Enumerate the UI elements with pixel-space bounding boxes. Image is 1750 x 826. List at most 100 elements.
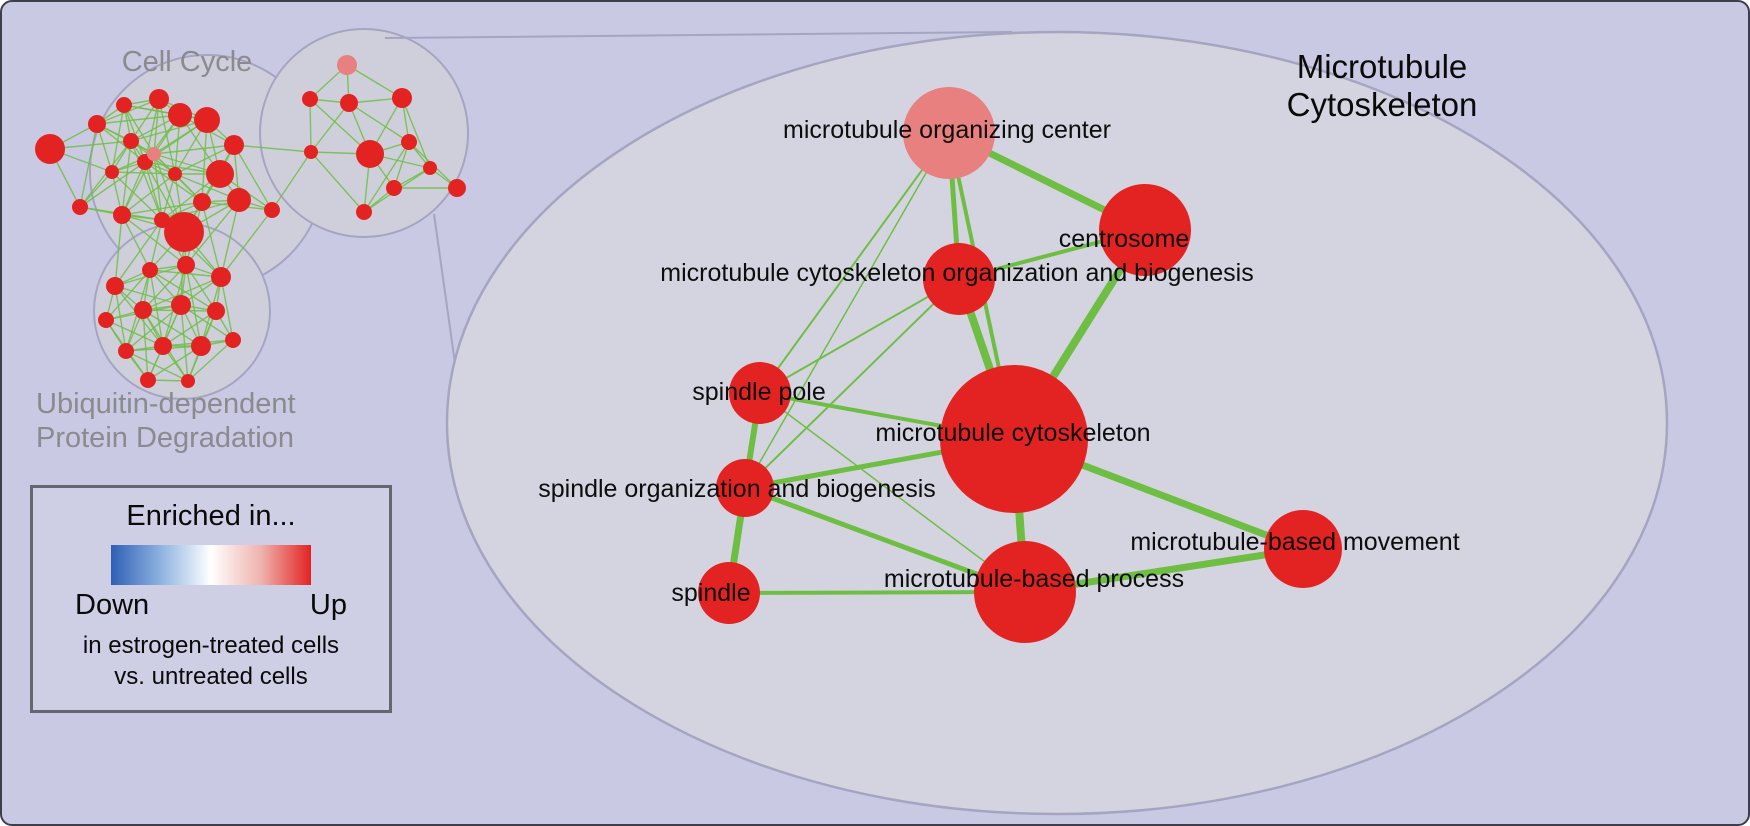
magnifier-line-0 — [384, 31, 1013, 39]
overview-edge — [121, 140, 132, 216]
overview-edge — [114, 219, 163, 287]
overview-node — [181, 374, 195, 388]
overview-edge — [121, 214, 187, 266]
overview-edge — [346, 64, 403, 99]
overview-node — [171, 295, 191, 315]
overview-node — [177, 256, 195, 274]
overview-node — [225, 332, 241, 348]
edge-moc-spindle_pole — [759, 132, 950, 394]
cluster-circle-microtubule-cytoskeleton — [259, 28, 469, 238]
overview-edge — [147, 345, 202, 381]
overview-edge — [220, 199, 240, 278]
node-label-mbp: microtubule-based process — [884, 565, 1184, 593]
overview-node — [206, 160, 234, 188]
overview-edge — [114, 285, 127, 352]
edge-mcob-sob — [744, 278, 960, 489]
edge-moc-sob — [744, 132, 950, 489]
overview-edge — [142, 309, 149, 381]
overview-node — [106, 277, 124, 295]
overview-edge — [144, 98, 160, 163]
overview-edge — [309, 98, 312, 153]
overview-edge — [111, 171, 163, 221]
overview-node — [401, 134, 417, 150]
overview-edge — [96, 114, 181, 125]
overview-node — [118, 343, 134, 359]
overview-edge — [125, 304, 182, 352]
node-mbm — [1264, 510, 1342, 588]
overview-node — [98, 312, 114, 328]
zoom-cluster-title-line2: Cytoskeleton — [1286, 86, 1478, 124]
overview-edge — [158, 98, 176, 175]
overview-edge — [79, 161, 146, 208]
overview-edge — [180, 304, 189, 382]
overview-edge — [121, 173, 176, 216]
overview-node — [194, 107, 220, 133]
node-moc — [903, 87, 995, 179]
overview-node — [116, 97, 132, 113]
node-spindle_pole — [729, 362, 791, 424]
ubiquitin-cluster-label-line1: Ubiquitin-dependent — [36, 388, 296, 420]
overview-node — [264, 202, 280, 218]
overview-node — [448, 179, 466, 197]
node-mbp — [974, 541, 1076, 643]
node-centrosome — [1099, 184, 1191, 276]
overview-node — [337, 55, 357, 75]
legend-caption-line1: in estrogen-treated cells — [82, 632, 340, 659]
overview-node — [164, 212, 204, 252]
overview-edge — [363, 141, 410, 213]
overview-node — [123, 133, 139, 149]
overview-edge — [233, 144, 312, 153]
overview-edge — [233, 144, 273, 211]
overview-node — [88, 115, 106, 133]
overview-node — [35, 134, 65, 164]
overview-edge — [153, 144, 235, 155]
overview-edge — [125, 350, 189, 382]
overview-node — [224, 135, 244, 155]
legend-caption-line2: vs. untreated cells — [114, 663, 308, 691]
overview-edge — [310, 151, 365, 213]
overview-edge — [180, 304, 234, 341]
overview-node — [340, 94, 358, 112]
overview-edge — [121, 201, 203, 216]
legend-down-label: Down — [75, 589, 150, 621]
overview-edge — [220, 209, 273, 278]
overview-edge — [142, 264, 187, 311]
overview-edge — [271, 151, 312, 211]
overview-edge — [149, 219, 163, 271]
overview-node — [105, 165, 119, 179]
legend: Enriched in... Down Up in estrogen-treat… — [30, 485, 392, 713]
overview-edge — [121, 161, 146, 216]
overview-node — [72, 199, 88, 215]
legend-gradient-bar — [111, 545, 311, 585]
overview-edge — [130, 140, 163, 221]
node-label-moc: microtubule organizing center — [783, 116, 1111, 144]
overview-edge — [114, 285, 182, 306]
overview-edge — [105, 319, 164, 347]
overview-node — [168, 103, 192, 127]
overview-edge — [201, 201, 222, 278]
overview-node — [356, 204, 372, 220]
overview-node — [168, 167, 182, 181]
node-label-spindle_pole: spindle pole — [692, 378, 825, 406]
node-sob — [716, 459, 774, 517]
overview-edge — [162, 310, 217, 347]
overview-node — [423, 161, 437, 175]
overview-node — [154, 212, 170, 228]
overview-node — [211, 267, 231, 287]
overview-node — [356, 140, 384, 168]
edge-spindle_pole-mbp — [759, 392, 1026, 593]
overview-node — [193, 193, 211, 211]
overview-node — [191, 336, 211, 356]
legend-title: Enriched in... — [126, 500, 296, 532]
overview-edge — [142, 309, 202, 347]
overview-node — [154, 337, 172, 355]
overview-edge — [105, 269, 151, 321]
overview-node — [386, 180, 402, 196]
overview-node — [149, 89, 169, 109]
node-spindle — [698, 562, 760, 624]
overview-node — [302, 91, 318, 107]
node-label-sob: spindle organization and biogenesis — [538, 475, 936, 503]
overview-edge — [123, 104, 146, 163]
